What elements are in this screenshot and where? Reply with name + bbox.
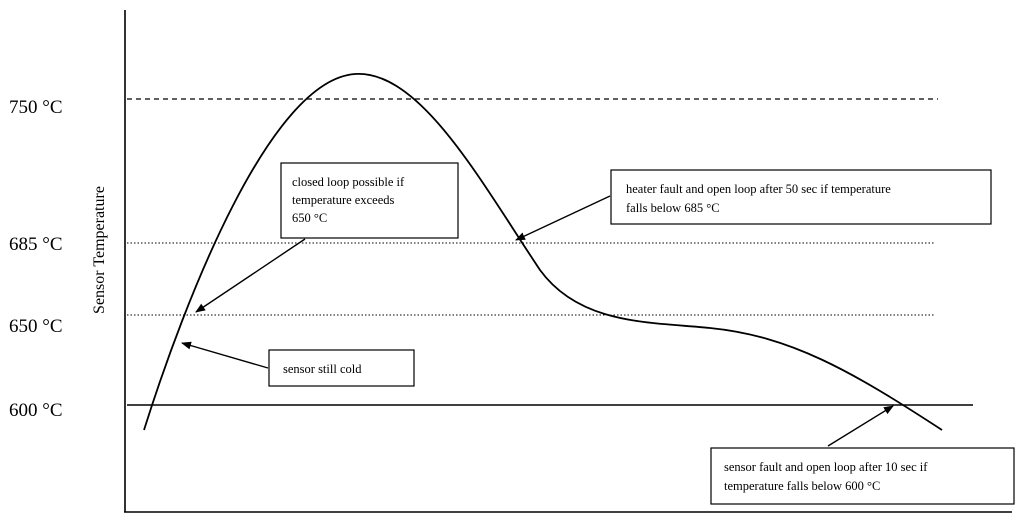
arrow-sensor-cold: [181, 341, 269, 369]
note-closed-loop: closed loop possible if temperature exce…: [280, 162, 459, 239]
note-closed-loop-line-1: closed loop possible if: [292, 175, 405, 189]
note-heater-fault-line-1: heater fault and open loop after 50 sec …: [626, 182, 891, 196]
note-sensor-fault-line-1: sensor fault and open loop after 10 sec …: [724, 460, 928, 474]
y-axis-title: Sensor Temperature: [91, 186, 108, 314]
arrow-heater-fault: [515, 195, 611, 241]
note-sensor-fault-line-2: temperature falls below 600 °C: [724, 479, 880, 493]
note-sensor-cold: sensor still cold: [268, 349, 415, 387]
note-closed-loop-line-2: temperature exceeds: [292, 193, 395, 207]
note-sensor-fault-box: [710, 447, 1015, 505]
arrow-sensor-fault: [827, 405, 894, 447]
note-heater-fault-line-2: falls below 685 °C: [626, 201, 720, 215]
level-650-label: 650 °C: [9, 316, 63, 337]
level-600-label: 600 °C: [9, 400, 63, 421]
note-sensor-cold-box: [268, 349, 415, 387]
level-685-label: 685 °C: [9, 234, 63, 255]
note-heater-fault-box: [610, 169, 992, 225]
note-sensor-cold-line-1: sensor still cold: [283, 362, 362, 376]
level-750-label: 750 °C: [9, 97, 63, 118]
note-sensor-fault: sensor fault and open loop after 10 sec …: [710, 447, 1015, 505]
arrow-closed-loop: [195, 238, 306, 313]
note-heater-fault: heater fault and open loop after 50 sec …: [610, 169, 992, 225]
temperature-curve: [143, 73, 943, 431]
note-closed-loop-line-3: 650 °C: [292, 211, 327, 225]
note-closed-loop-box: [280, 162, 459, 239]
